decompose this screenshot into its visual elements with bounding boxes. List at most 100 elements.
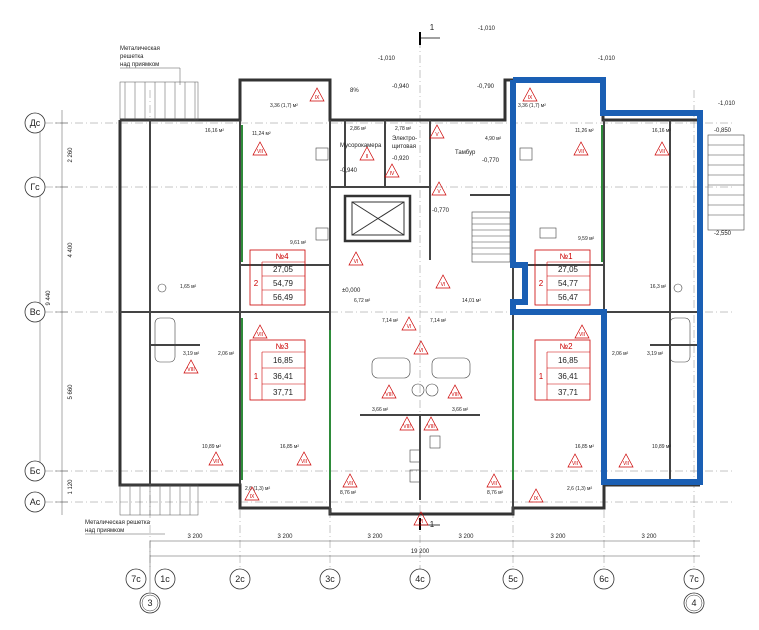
dim-value: 1 120 xyxy=(68,479,74,495)
room-area: 16,3 м² xyxy=(650,284,667,290)
zone-marker: IX xyxy=(244,486,260,501)
dim-value: 2 260 xyxy=(68,147,74,163)
zone-marker: IV xyxy=(384,163,400,178)
level-mark: -0,770 xyxy=(482,158,500,164)
col-axes: 7с 1с 2с 3с 4с 5с 6с 7с xyxy=(125,568,705,590)
room-area: 9,59 м² xyxy=(578,236,595,242)
stairs-main xyxy=(471,211,511,263)
zone-marker: V xyxy=(431,181,447,196)
apartment-box-4: №4 2 27,05 54,79 56,49 xyxy=(249,249,306,306)
zone-triangle xyxy=(573,141,589,156)
room-area: 14,01 м² xyxy=(462,298,481,304)
axis-label: Ас xyxy=(30,497,41,507)
room-area: 2,06 м² xyxy=(218,351,235,357)
zone-triangle xyxy=(244,486,260,501)
zone-marker: IX xyxy=(528,488,544,503)
room-label-vestibule: Тамбур xyxy=(455,150,476,156)
room-area: 7,14 м² xyxy=(430,318,447,324)
apt-living-area: 27,05 xyxy=(558,265,579,274)
zone-label: VI xyxy=(354,259,359,265)
room-area: 2,86 м² xyxy=(350,126,367,132)
zone-marker: II xyxy=(359,146,375,161)
zone-marker: IX xyxy=(309,87,325,102)
apt-gross-area: 37,71 xyxy=(273,388,294,397)
room-area: 16,16 м² xyxy=(205,128,224,134)
zone-marker: IX xyxy=(522,87,538,102)
note-grate-top: Металическая решетка над приямком xyxy=(120,46,181,85)
zone-marker: VIII xyxy=(423,416,439,431)
zone-marker: VII xyxy=(654,141,670,156)
zone-marker: VI xyxy=(413,511,429,526)
zone-triangle xyxy=(431,181,447,196)
zone-label: VII xyxy=(578,149,584,155)
zone-label: VI xyxy=(407,324,412,330)
zone-triangle xyxy=(296,451,312,466)
slope-label: 8% xyxy=(350,88,359,94)
apt-gross-area: 37,71 xyxy=(558,388,579,397)
room-area: 2,06 м² xyxy=(612,351,629,357)
level-mark: -0,790 xyxy=(477,84,495,90)
sheet-refs: 3 4 xyxy=(139,541,705,614)
apt-living-area: 27,05 xyxy=(273,265,294,274)
room-area: 1,65 м² xyxy=(180,284,197,290)
note-line: над приямком xyxy=(85,528,124,534)
zone-triangle xyxy=(618,453,634,468)
apt-number: №4 xyxy=(275,252,289,261)
apt-rooms: 1 xyxy=(539,372,544,381)
zone-triangle xyxy=(567,453,583,468)
zone-marker: VI xyxy=(413,340,429,355)
zone-label: IV xyxy=(390,171,395,177)
zone-triangle xyxy=(399,416,415,431)
zone-marker: VIII xyxy=(183,359,199,374)
zone-triangle xyxy=(447,384,463,399)
note-grate-bottom: Металическая решетка над приямком xyxy=(85,520,165,535)
zone-label: VIII xyxy=(385,392,393,398)
room-area: 3,36 (1,7) м² xyxy=(270,103,298,109)
axis-label: 6с xyxy=(599,574,609,584)
apt-living-area: 16,85 xyxy=(273,356,294,365)
level-mark: -0,770 xyxy=(432,208,450,214)
dim-value: 5 660 xyxy=(68,384,74,400)
apartment-highlight xyxy=(510,77,703,485)
zone-label: VII xyxy=(213,459,219,465)
room-area: 11,26 м² xyxy=(575,128,594,134)
zone-marker: VII xyxy=(252,141,268,156)
zone-triangle xyxy=(252,141,268,156)
room-area: 2,6 (1,3) м² xyxy=(567,486,592,492)
dim-value: 3 200 xyxy=(550,534,566,540)
zone-label: V xyxy=(437,189,441,195)
room-area: 3,66 м² xyxy=(452,407,469,413)
dims-bottom: 3 200 3 200 3 200 3 200 3 200 3 200 19 2… xyxy=(187,534,657,555)
level-mark: -1,010 xyxy=(718,101,736,107)
axis-label: 2с xyxy=(235,574,245,584)
room-area: 3,19 м² xyxy=(647,351,664,357)
room-area: 4,90 м² xyxy=(485,136,502,142)
zone-label: VII xyxy=(579,332,585,338)
note-line: над приямком xyxy=(120,62,159,68)
room-area: 10,89 м² xyxy=(202,444,221,450)
zone-marker: VIII xyxy=(399,416,415,431)
apt-total-area: 54,79 xyxy=(273,279,294,288)
zone-label: VII xyxy=(257,332,263,338)
zone-triangle xyxy=(654,141,670,156)
zone-triangle xyxy=(252,324,268,339)
zone-marker: VIII xyxy=(447,384,463,399)
room-areas: 16,16 м² 11,24 м² 3,36 (1,7) м² 2,86 м² … xyxy=(180,103,671,496)
zone-marker: VII xyxy=(208,451,224,466)
axis-label: 1с xyxy=(160,574,170,584)
zone-marker: VII xyxy=(618,453,634,468)
apt-total-area: 36,41 xyxy=(558,372,579,381)
dim-value: 3 200 xyxy=(277,534,293,540)
zone-marker: VII xyxy=(252,324,268,339)
room-area: 10,89 м² xyxy=(652,444,671,450)
zone-marker: VIII xyxy=(381,384,397,399)
zone-label: VII xyxy=(623,461,629,467)
level-marks: -1,010 -1,010 -1,010 -1,010 -0,940 -0,79… xyxy=(340,26,736,294)
zone-triangle xyxy=(384,163,400,178)
zone-label: VII xyxy=(301,459,307,465)
room-area: 7,14 м² xyxy=(382,318,399,324)
zone-triangle xyxy=(574,324,590,339)
axis-label: Дс xyxy=(30,118,41,128)
